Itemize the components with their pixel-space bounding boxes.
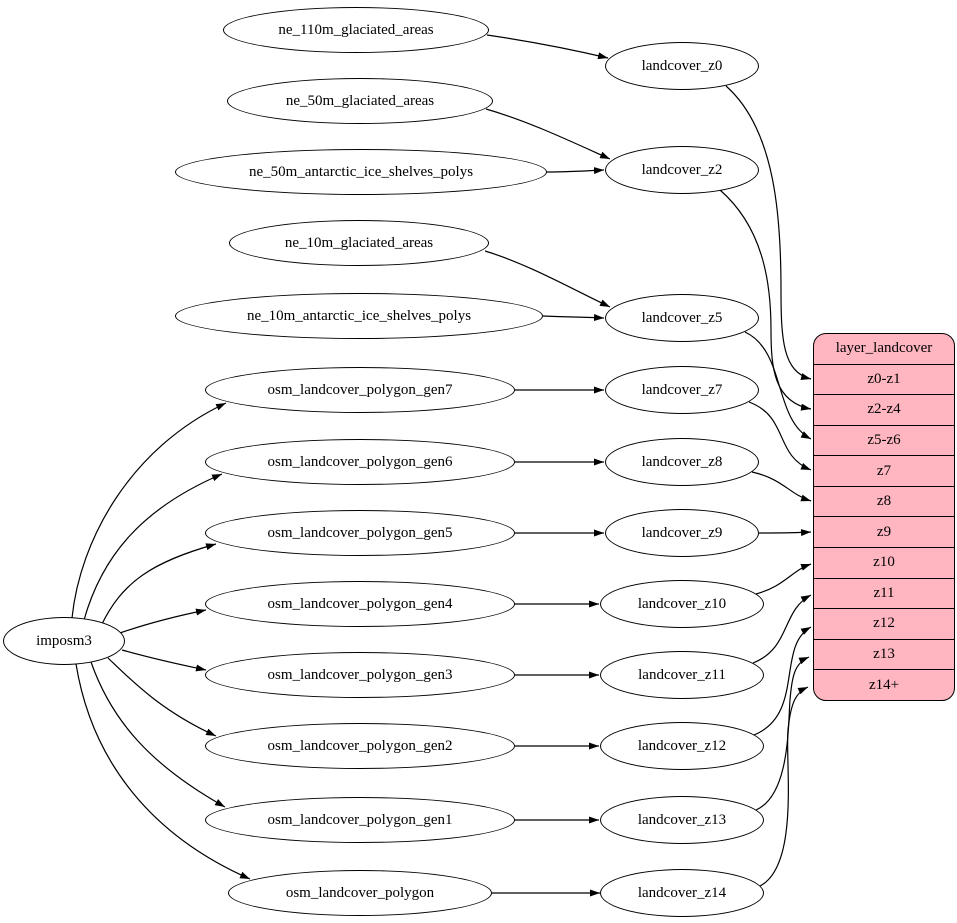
node-ne-10m-glaciated-areas: ne_10m_glaciated_areas (229, 220, 489, 266)
table-row-z5-z6: z5-z6 (814, 424, 954, 456)
node-ne-10m-antarctic-ice-shelves-polys: ne_10m_antarctic_ice_shelves_polys (175, 293, 543, 339)
node-imposm3: imposm3 (3, 617, 125, 665)
node-osm-landcover-polygon-gen2: osm_landcover_polygon_gen2 (205, 723, 515, 769)
node-label: osm_landcover_polygon_gen4 (267, 595, 453, 612)
edge-imposm3-to-gen2 (107, 657, 217, 737)
node-osm-landcover-polygon: osm_landcover_polygon (228, 870, 492, 916)
node-imposm3-label: imposm3 (36, 632, 92, 649)
node-label: landcover_z10 (637, 595, 727, 612)
table-row-z2-z4: z2-z4 (814, 394, 954, 425)
node-osm-landcover-polygon-gen4: osm_landcover_polygon_gen4 (205, 581, 515, 627)
node-label: ne_50m_antarctic_ice_shelves_polys (248, 163, 474, 180)
node-ne-50m-antarctic-ice-shelves-polys: ne_50m_antarctic_ice_shelves_polys (175, 149, 547, 195)
node-landcover-z10: landcover_z10 (600, 580, 764, 628)
node-landcover-z9: landcover_z9 (605, 509, 759, 557)
node-label: landcover_z8 (641, 453, 723, 470)
node-label: landcover_z13 (637, 811, 727, 828)
node-label: osm_landcover_polygon_gen3 (267, 666, 453, 683)
edge-z9-to-row-z9 (758, 529, 812, 537)
edge-ne110m-to-z0 (486, 34, 609, 60)
node-landcover-z12: landcover_z12 (600, 722, 764, 770)
node-landcover-z5: landcover_z5 (605, 294, 759, 342)
node-osm-landcover-polygon-gen3: osm_landcover_polygon_gen3 (205, 652, 515, 698)
table-row-z13: z13 (814, 638, 954, 670)
node-landcover-z0: landcover_z0 (605, 42, 759, 90)
node-label: landcover_z14 (637, 884, 727, 901)
edge-imposm3-to-gen6 (83, 473, 223, 621)
node-label: landcover_z12 (637, 737, 727, 754)
edge-z12-to-row-z12 (753, 626, 812, 736)
table-row-z7: z7 (814, 455, 954, 486)
table-row-z10: z10 (814, 547, 954, 578)
node-landcover-z11: landcover_z11 (600, 651, 764, 699)
edge-z0-to-row-z0-z1 (725, 85, 812, 380)
table-row-z0-z1: z0-z1 (814, 363, 954, 395)
edge-z7-to-row-z7 (748, 401, 812, 471)
node-label: osm_landcover_polygon_gen5 (267, 524, 453, 541)
node-label: landcover_z5 (641, 309, 723, 326)
node-label: osm_landcover_polygon_gen1 (267, 811, 453, 828)
node-osm-landcover-polygon-gen1: osm_landcover_polygon_gen1 (205, 797, 515, 843)
edge-imposm3-to-gen1 (90, 661, 226, 808)
edge-imposm3-to-polygon (75, 663, 251, 880)
node-landcover-z8: landcover_z8 (605, 438, 759, 486)
node-label: landcover_z9 (641, 524, 723, 541)
node-label: landcover_z0 (641, 57, 723, 74)
table-header: layer_landcover (835, 340, 933, 357)
node-landcover-z13: landcover_z13 (600, 796, 764, 844)
node-landcover-z14: landcover_z14 (600, 869, 764, 917)
node-label: osm_landcover_polygon (285, 884, 435, 901)
edge-imposm3-to-gen4 (119, 608, 207, 634)
node-label: landcover_z2 (641, 161, 723, 178)
edge-z11-to-row-z11 (752, 594, 812, 664)
table-row-z8: z8 (814, 485, 954, 517)
node-label: osm_landcover_polygon_gen2 (267, 737, 453, 754)
node-label: osm_landcover_polygon_gen7 (267, 381, 453, 398)
layer-landcover-table: layer_landcover z0-z1 z2-z4 z5-z6 z7 z8 … (813, 333, 955, 701)
table-row-z14plus: z14+ (814, 669, 954, 700)
node-label: ne_110m_glaciated_areas (278, 21, 434, 38)
node-label: landcover_z11 (638, 666, 726, 683)
node-label: landcover_z7 (641, 381, 723, 398)
table-row-z9: z9 (814, 516, 954, 547)
node-osm-landcover-polygon-gen7: osm_landcover_polygon_gen7 (205, 367, 515, 413)
edge-ne10m-ais-to-z5 (542, 314, 605, 321)
edge-imposm3-to-gen7 (71, 402, 227, 619)
edge-ne10m-to-z5 (484, 250, 611, 308)
node-osm-landcover-polygon-gen6: osm_landcover_polygon_gen6 (205, 439, 515, 485)
node-osm-landcover-polygon-gen5: osm_landcover_polygon_gen5 (205, 510, 515, 556)
node-ne-50m-glaciated-areas: ne_50m_glaciated_areas (227, 78, 493, 124)
edge-z8-to-row-z8 (751, 471, 812, 502)
table-row-z12: z12 (814, 608, 954, 639)
node-label: ne_10m_glaciated_areas (284, 234, 434, 251)
edge-z5-to-row-z5-z6 (744, 331, 812, 440)
node-landcover-z7: landcover_z7 (605, 366, 759, 414)
edge-imposm3-to-gen5 (100, 543, 217, 627)
edge-z14-to-row-z14plus (759, 686, 809, 887)
edge-ne50m-ais-to-z2 (546, 167, 605, 175)
edge-z2-to-row-z2-z4 (719, 189, 812, 411)
node-landcover-z2: landcover_z2 (605, 146, 759, 194)
edge-z13-to-row-z13 (755, 656, 810, 811)
node-ne-110m-glaciated-areas: ne_110m_glaciated_areas (223, 7, 489, 53)
node-label: osm_landcover_polygon_gen6 (267, 453, 453, 470)
node-label: ne_50m_glaciated_areas (285, 92, 435, 109)
edge-z10-to-row-z10 (755, 563, 812, 595)
edge-imposm3-to-gen3 (121, 649, 207, 672)
table-row-z11: z11 (814, 577, 954, 609)
edge-ne50m-to-z2 (485, 108, 611, 160)
node-label: ne_10m_antarctic_ice_shelves_polys (246, 307, 472, 324)
